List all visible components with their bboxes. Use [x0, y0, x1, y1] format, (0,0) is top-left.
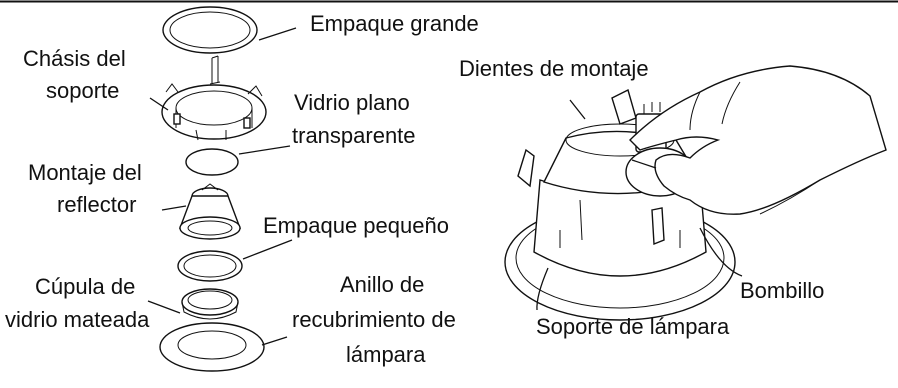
flat-glass-part — [185, 148, 239, 176]
mounting-tooth-left — [517, 148, 535, 188]
label-dome-line1: Cúpula de — [35, 274, 135, 299]
frosted-dome-part — [181, 288, 239, 320]
large-gasket-part — [162, 6, 258, 54]
label-glass-line1: Vidrio plano — [294, 90, 410, 115]
small-gasket-part — [177, 250, 243, 282]
reflector-part — [178, 183, 242, 240]
hand — [629, 65, 887, 215]
label-chassis-line2: soporte — [46, 78, 119, 103]
label-lamp-support: Soporte de lámpara — [536, 314, 730, 339]
label-mounting-teeth: Dientes de montaje — [459, 56, 649, 81]
assembled-view — [504, 65, 887, 321]
label-glass-line2: transparente — [292, 123, 416, 148]
label-large-gasket: Empaque grande — [310, 11, 479, 36]
label-ring-line3: lámpara — [346, 342, 426, 367]
mounting-tooth-top — [611, 88, 637, 125]
label-reflector-line2: reflector — [57, 192, 136, 217]
right-leader-lines — [536, 99, 743, 311]
label-chassis-line1: Chásis del — [23, 46, 126, 71]
label-ring-line1: Anillo de — [340, 272, 424, 297]
label-reflector-line1: Montaje del — [28, 160, 142, 185]
mounting-tooth-right — [651, 207, 665, 246]
label-ring-line2: recubrimiento de — [292, 307, 456, 332]
label-dome-line2: vidrio mateada — [5, 307, 150, 332]
chassis-part — [161, 83, 267, 141]
chassis-clip — [209, 55, 221, 85]
left-leader-lines — [147, 27, 297, 346]
label-small-gasket: Empaque pequeño — [263, 213, 449, 238]
label-bulb: Bombillo — [740, 278, 824, 303]
exploded-view — [159, 6, 267, 372]
trim-ring-part — [159, 322, 265, 372]
